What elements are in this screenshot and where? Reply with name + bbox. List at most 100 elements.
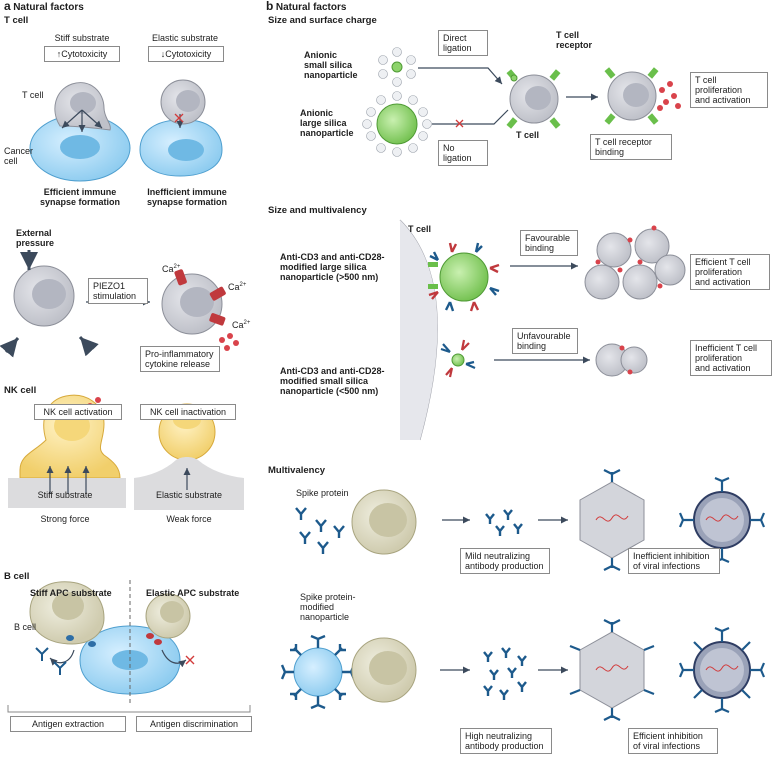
multivalency-illustration — [280, 469, 766, 721]
mild-2: antibody production — [465, 561, 544, 571]
tcell-cluster — [584, 225, 686, 300]
panel-a-title: Natural factors — [13, 2, 84, 13]
direct-ligation-2: ligation — [443, 43, 472, 53]
prolif-2: proliferation — [695, 85, 743, 95]
unfavourable-binding-box: Unfavourable binding — [512, 328, 578, 354]
piezo1-line-2: stimulation — [93, 291, 137, 301]
cytotoxicity-up-box: ↑Cytotoxicity — [44, 46, 120, 62]
piezo-cell-illustration — [161, 269, 239, 351]
large-abnp-2: modified large silica — [280, 262, 367, 272]
efficient-synapse-1: Efficient immune — [43, 187, 117, 197]
no-ligation-box: No ligation — [438, 140, 488, 166]
inefficient-inhibition-box: Inefficient inhibition of viral infectio… — [628, 548, 720, 574]
cytokine-line-2: cytokine release — [145, 359, 211, 369]
no-ligation-2: ligation — [443, 153, 472, 163]
tcell-label: T cell — [22, 90, 44, 100]
inefficient-tcell-box: Inefficient T cell proliferation and act… — [690, 340, 772, 376]
spike-np-1: Spike protein- — [300, 592, 356, 602]
cytotoxicity-down-box: ↓Cytotoxicity — [148, 46, 224, 62]
tcr-binding-2: binding — [595, 147, 625, 157]
tcell-multi-label: T cell — [408, 224, 432, 234]
fav-2: binding — [525, 243, 555, 253]
ineff-tcell-2: proliferation — [695, 353, 743, 363]
panel-b-title: Natural factors — [275, 2, 347, 13]
unfav-2: binding — [517, 341, 547, 351]
direct-ligation-1: Direct — [443, 33, 467, 43]
unfav-1: Unfavourable — [517, 331, 571, 341]
high-1: High neutralizing — [465, 731, 533, 741]
stiff-substrate-label: Stiff substrate — [37, 490, 93, 500]
prolif-3: and activation — [695, 95, 751, 105]
ineff-inhib-2: of viral infections — [633, 561, 701, 571]
stiff-apc-label: Stiff APC substrate — [30, 588, 112, 598]
fav-1: Favourable — [525, 233, 571, 243]
efficient-inhibition-box: Efficient inhibition of viral infections — [628, 728, 718, 754]
large-np-2: large silica — [300, 118, 347, 128]
mild-antibody-box: Mild neutralizing antibody production — [460, 548, 550, 574]
high-antibody-box: High neutralizing antibody production — [460, 728, 552, 754]
spike-protein-label: Spike protein — [296, 488, 349, 498]
small-np-3: nanoparticle — [304, 70, 358, 80]
tcr-label-2: receptor — [556, 40, 593, 50]
small-np-2: small silica — [304, 60, 353, 70]
panel-b-letter: b — [266, 0, 274, 13]
elastic-substrate-title: Elastic substrate — [151, 33, 219, 43]
efficient-tcell-box: Efficient T cell proliferation and activ… — [690, 254, 770, 290]
weak-force-label: Weak force — [166, 514, 212, 524]
cancer-cell-label-2: cell — [4, 156, 18, 166]
eff-inhib-1: Efficient inhibition — [633, 731, 703, 741]
nk-inactivation-box: NK cell inactivation — [140, 404, 236, 420]
no-ligation-1: No — [443, 143, 455, 153]
favourable-binding-box: Favourable binding — [520, 230, 578, 256]
cytokine-box: Pro-inflammatory cytokine release — [140, 346, 220, 372]
cancer-cell-label-1: Cancer — [4, 146, 34, 156]
small-abnp-2: modified small silica — [280, 376, 369, 386]
tcell-stiff-illustration — [29, 82, 131, 182]
cytokine-line-1: Pro-inflammatory — [145, 349, 214, 359]
ineff-inhib-1: Inefficient inhibition — [633, 551, 710, 561]
size-multivalency-illustration — [399, 219, 686, 441]
size-charge-heading: Size and surface charge — [268, 15, 377, 26]
bcell-label: B cell — [14, 622, 37, 632]
pressure-illustration — [0, 250, 150, 358]
elastic-apc-label: Elastic APC substrate — [146, 588, 240, 598]
piezo1-line-1: PIEZO1 — [93, 281, 126, 291]
ineff-tcell-1: Inefficient T cell — [695, 343, 758, 353]
size-charge-illustration — [362, 47, 681, 157]
nkcell-heading: NK cell — [4, 385, 37, 396]
size-multivalency-heading: Size and multivalency — [268, 205, 367, 216]
tcell-heading: T cell — [4, 15, 29, 26]
spike-np-3: nanoparticle — [300, 612, 350, 622]
prolif-1: T cell — [695, 75, 717, 85]
panel-a-letter: a — [4, 0, 11, 13]
multivalency-heading: Multivalency — [268, 465, 326, 476]
large-abnp-1: Anti-CD3 and anti-CD28- — [280, 252, 385, 262]
bcell-heading: B cell — [4, 571, 30, 582]
antigen-extraction-box: Antigen extraction — [10, 716, 126, 732]
tcell-b-label: T cell — [516, 130, 540, 140]
large-np-3: nanoparticle — [300, 128, 354, 138]
ca-label-3: Ca2+ — [232, 320, 251, 330]
mild-1: Mild neutralizing — [465, 551, 531, 561]
tcell-elastic-illustration — [139, 79, 223, 177]
small-abnp-3: nanoparticle (<500 nm) — [280, 386, 379, 396]
tcell-prolif-box: T cell proliferation and activation — [690, 72, 768, 108]
ca-label-2: Ca2+ — [228, 282, 247, 292]
strong-force-label: Strong force — [40, 514, 90, 524]
ineff-tcell-3: and activation — [695, 363, 751, 373]
bcell-illustration — [7, 580, 251, 713]
stiff-substrate-title: Stiff substrate — [54, 33, 110, 43]
piezo1-box: PIEZO1 stimulation — [88, 278, 148, 304]
nk-activation-box: NK cell activation — [34, 404, 122, 420]
tcr-binding-1: T cell receptor — [595, 137, 652, 147]
eff-tcell-3: and activation — [695, 277, 751, 287]
antigen-discrimination-box: Antigen discrimination — [136, 716, 252, 732]
large-np-1: Anionic — [300, 108, 333, 118]
eff-inhib-2: of viral infections — [633, 741, 701, 751]
small-np-1: Anionic — [304, 50, 337, 60]
tcr-label-1: T cell — [556, 30, 580, 40]
ca-label-1: Ca2+ — [162, 264, 181, 274]
eff-tcell-2: proliferation — [695, 267, 743, 277]
high-2: antibody production — [465, 741, 544, 751]
